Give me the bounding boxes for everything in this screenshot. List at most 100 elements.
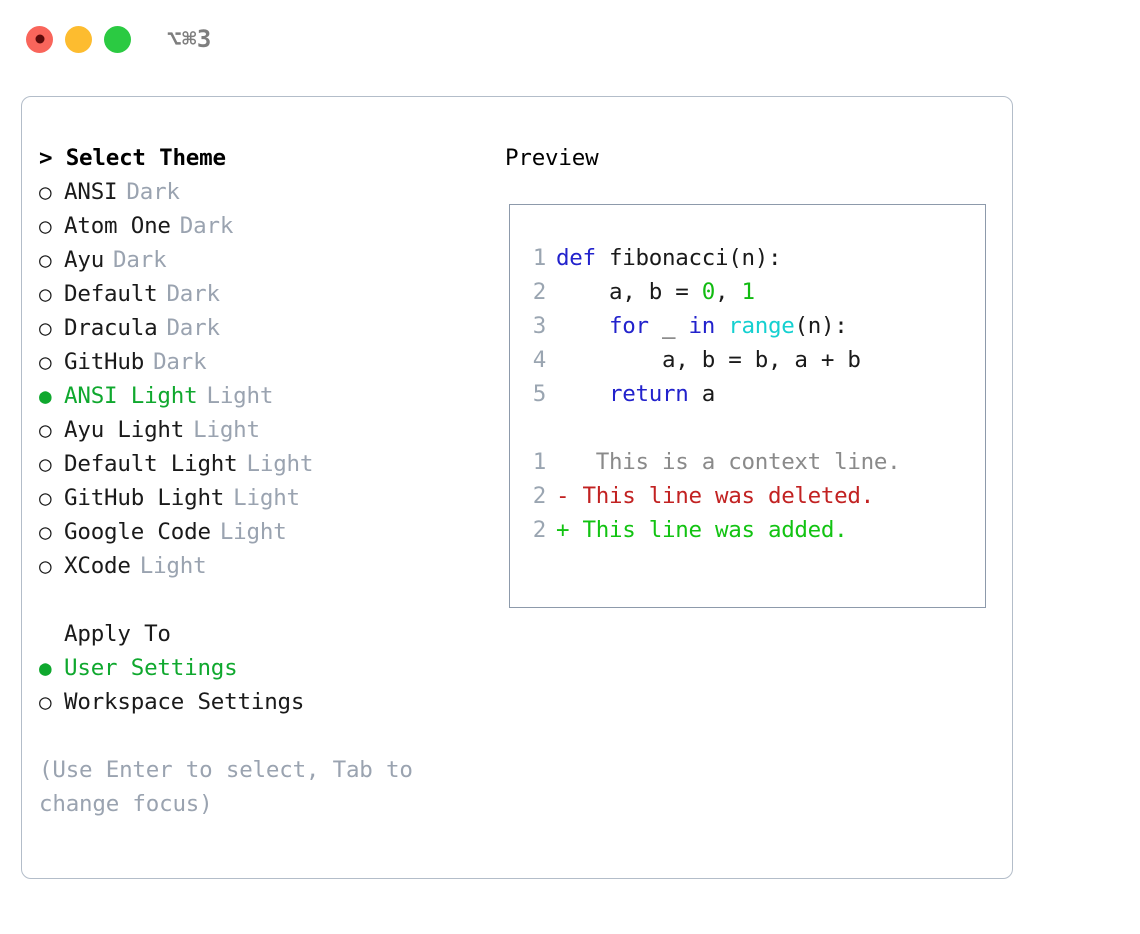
theme-option-label: GitHub	[64, 349, 145, 375]
preview-heading: Preview	[505, 145, 599, 171]
code-line-number: 4	[532, 347, 547, 373]
code-line-text: def fibonacci(n):	[556, 241, 782, 275]
code-line-number: 5	[532, 381, 547, 407]
window-titlebar: ⌥⌘3	[0, 0, 1140, 78]
theme-option-tag: Light	[206, 383, 274, 409]
code-token-plain	[715, 313, 728, 339]
theme-option-tag: Dark	[179, 213, 234, 239]
apply-to-option-workspace-settings[interactable]: ○Workspace Settings	[39, 685, 488, 719]
code-token-plain: a	[688, 381, 716, 407]
theme-option-label: Ayu Light	[64, 417, 185, 443]
close-window-button[interactable]	[26, 25, 53, 53]
theme-option-label: Google Code	[64, 519, 211, 545]
code-line: 1 def fibonacci(n):	[510, 241, 985, 275]
code-line: 4 a, b = b, a + b	[510, 343, 985, 377]
radio-unselected-icon: ○	[39, 350, 52, 374]
code-token-num: 1	[741, 279, 755, 305]
code-token-plain	[556, 381, 609, 407]
theme-option-atom-one[interactable]: ○ Atom One Dark	[39, 209, 488, 243]
radio-unselected-icon: ○	[39, 418, 52, 442]
theme-option-tag: Dark	[113, 247, 167, 273]
theme-option-label: Ayu	[64, 247, 105, 273]
radio-unselected-icon: ○	[39, 486, 52, 510]
code-token-kw: for	[609, 313, 649, 339]
theme-option-tag: Light	[219, 519, 287, 545]
theme-option-ansi[interactable]: ○ ANSI Dark	[39, 175, 488, 209]
keyboard-hint-line-1: (Use Enter to select, Tab to	[39, 757, 413, 783]
theme-option-label: Atom One	[64, 213, 171, 239]
theme-option-label: Default	[64, 281, 158, 307]
theme-option-github[interactable]: ○ GitHub Dark	[39, 345, 488, 379]
radio-unselected-icon: ○	[39, 282, 52, 306]
theme-list-spacer	[39, 583, 488, 617]
theme-option-label: ANSI	[64, 179, 118, 205]
code-line: 3 for _ in range(n):	[510, 309, 985, 343]
theme-option-tag: Light	[246, 451, 314, 477]
code-token-kw: def	[556, 245, 609, 271]
diff-line-number: 2	[532, 483, 547, 509]
code-line: 5 return a	[510, 377, 985, 411]
apply-to-heading: Apply To	[64, 621, 171, 647]
code-token-plain	[556, 313, 609, 339]
code-token-fn: range	[728, 313, 795, 339]
code-token-kw: in	[688, 313, 716, 339]
diff-preview-block: 1 This is a context line. 2- This line wa…	[510, 445, 985, 547]
code-line-number: 2	[532, 279, 547, 305]
keyboard-hint-text: (Use Enter to select, Tab to change focu…	[39, 753, 439, 821]
theme-option-default-light[interactable]: ○ Default Light Light	[39, 447, 488, 481]
code-line-text: a, b = 0, 1	[556, 275, 755, 309]
theme-option-label: GitHub Light	[64, 485, 225, 511]
minimize-window-button[interactable]	[65, 25, 92, 53]
theme-option-tag: Dark	[126, 179, 180, 205]
code-line-text: for _ in range(n):	[556, 309, 848, 343]
radio-unselected-icon: ○	[39, 214, 52, 238]
theme-option-dracula[interactable]: ○ Dracula Dark	[39, 311, 488, 345]
code-line-text: return a	[556, 377, 715, 411]
code-token-plain: ,	[714, 279, 742, 305]
radio-unselected-icon: ○	[39, 316, 52, 340]
radio-selected-icon: ●	[39, 384, 52, 408]
radio-unselected-icon: ○	[39, 180, 52, 204]
theme-option-tag: Dark	[166, 281, 220, 307]
diff-line-number: 2	[532, 517, 547, 543]
radio-unselected-icon: ○	[39, 520, 52, 544]
radio-unselected-icon: ○	[39, 452, 52, 476]
apply-to-option-label: Workspace Settings	[64, 689, 305, 715]
diff-line-text: This is a context line.	[569, 449, 901, 475]
theme-option-label: Dracula	[64, 315, 158, 341]
code-token-kw: return	[609, 381, 689, 407]
code-line-number: 3	[532, 313, 547, 339]
code-line-number: 1	[532, 245, 547, 271]
theme-option-github-light[interactable]: ○ GitHub Light Light	[39, 481, 488, 515]
code-diff-gap	[510, 411, 985, 445]
diff-sign	[556, 445, 569, 479]
theme-option-tag: Dark	[153, 349, 207, 375]
theme-option-tag: Dark	[166, 315, 220, 341]
code-token-num: 0	[701, 279, 716, 305]
theme-option-tag: Light	[233, 485, 300, 511]
diff-line-text: This line was deleted.	[569, 483, 874, 509]
maximize-window-button[interactable]	[104, 25, 131, 53]
theme-option-google-code[interactable]: ○ Google Code Light	[39, 515, 488, 549]
diff-sign: -	[556, 483, 570, 509]
code-token-plain: fibonacci(n):	[609, 245, 782, 271]
theme-option-default[interactable]: ○ Default Dark	[39, 277, 488, 311]
radio-unselected-icon: ○	[39, 554, 52, 578]
apply-to-option-user-settings[interactable]: ●User Settings	[39, 651, 488, 685]
traffic-light-group	[26, 25, 131, 53]
code-token-plain: a, b = b, a + b	[556, 347, 861, 373]
diff-line-number: 1	[532, 449, 547, 475]
theme-option-label: Default Light	[64, 451, 238, 477]
